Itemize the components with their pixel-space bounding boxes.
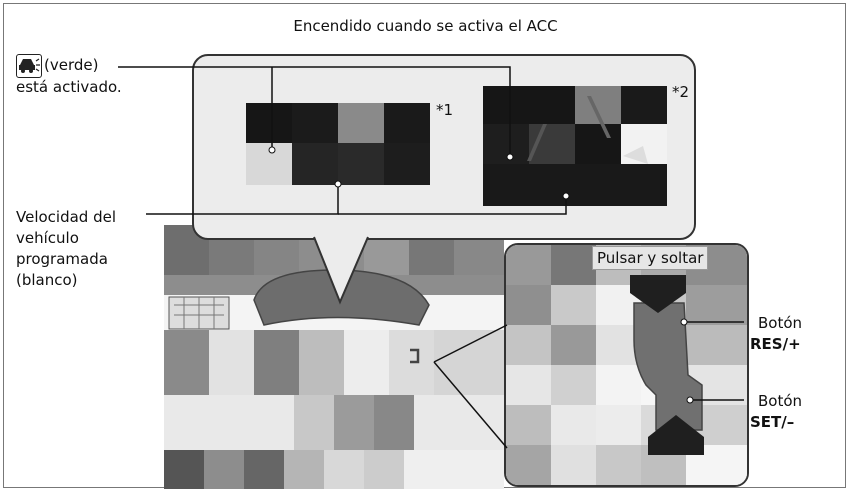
velocidad-line-3: programada: [16, 250, 108, 268]
display-2-image: [483, 86, 667, 206]
callout-tail: [313, 235, 369, 305]
footnote-1: *1: [436, 101, 454, 119]
zoom-steering-panel: [504, 243, 749, 487]
activado-label: está activado.: [16, 78, 122, 96]
set-arrow-icon: [648, 415, 704, 455]
footnote-2: *2: [672, 83, 690, 101]
velocidad-line-1: Velocidad del: [16, 208, 117, 226]
res-arrow-icon: [630, 275, 686, 313]
velocidad-line-2: vehículo: [16, 229, 79, 247]
set-name-label: SET/–: [750, 413, 795, 431]
velocidad-line-4: (blanco): [16, 271, 78, 289]
verde-label: (verde): [44, 56, 99, 74]
diagram-title: Encendido cuando se activa el ACC: [293, 17, 558, 35]
res-name-label: RES/+: [750, 335, 801, 353]
res-boton-label: Botón: [758, 314, 803, 332]
steering-switch-icon: [410, 348, 420, 364]
pulsar-label: Pulsar y soltar: [592, 246, 709, 270]
display-1-image: [246, 103, 430, 185]
acc-indicator-icon: [16, 54, 42, 78]
set-boton-label: Botón: [758, 392, 803, 410]
